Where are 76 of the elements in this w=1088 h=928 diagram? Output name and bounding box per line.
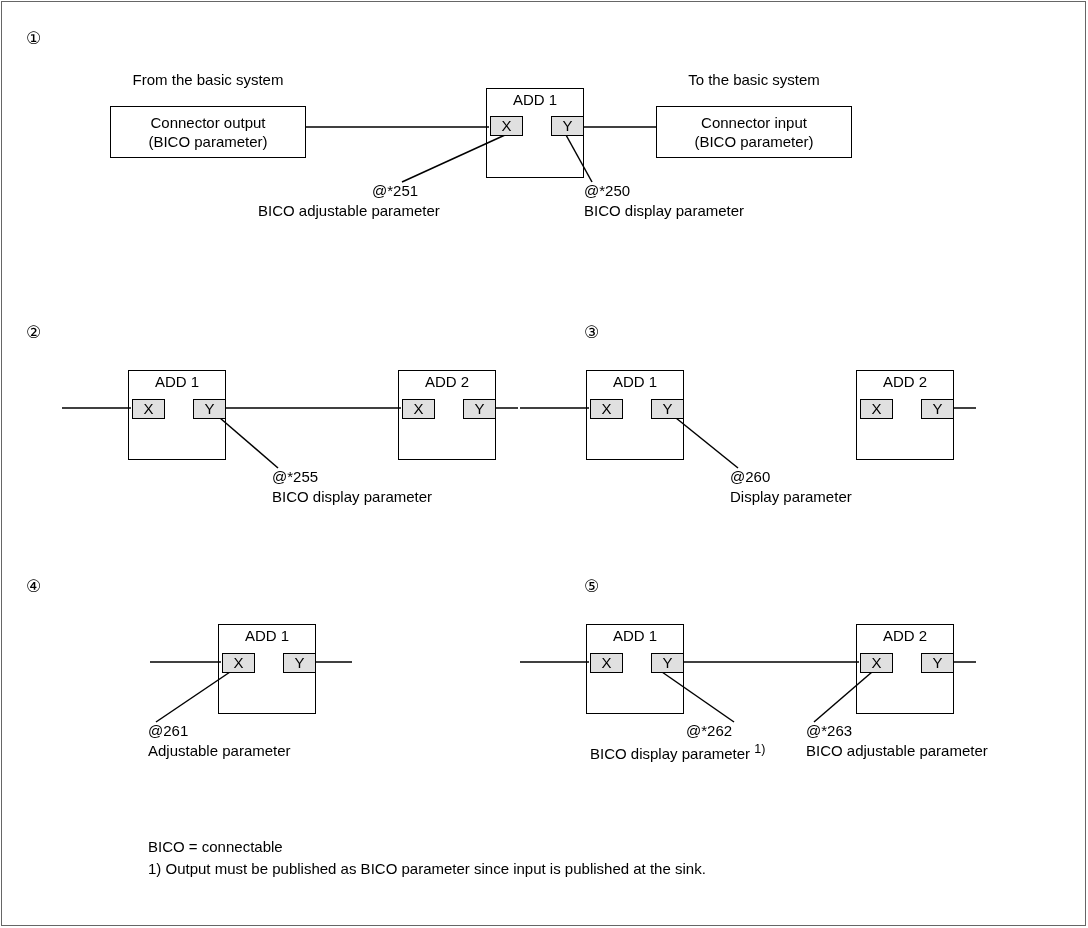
parameter-description: BICO display parameter $^{1)}$ — [590, 742, 766, 762]
parameter-description: Display parameter — [730, 488, 852, 505]
source-caption: From the basic system — [131, 70, 285, 89]
function-block — [486, 88, 584, 178]
connection-line — [61, 407, 132, 409]
parameter-box: Connector input (BICO parameter) — [656, 106, 852, 158]
parameter-description: BICO adjustable parameter — [806, 742, 988, 759]
input-port: X — [590, 653, 623, 673]
output-port: Y — [551, 116, 584, 136]
connection-line — [582, 126, 657, 128]
function-block — [218, 624, 316, 714]
connection-line — [224, 407, 402, 409]
output-port: Y — [651, 399, 684, 419]
function-block — [586, 370, 684, 460]
connection-line — [305, 126, 490, 128]
connection-line — [952, 661, 977, 663]
function-block — [856, 624, 954, 714]
parameter-description: BICO display parameter — [272, 488, 433, 505]
input-port: X — [490, 116, 523, 136]
panel-number: ① — [26, 28, 42, 48]
block-title: ADD 2 — [881, 373, 929, 390]
parameter-description: Adjustable parameter — [148, 742, 291, 759]
leader-line — [813, 671, 873, 723]
parameter-description: BICO adjustable parameter — [258, 202, 440, 219]
function-block — [398, 370, 496, 460]
leader-line — [675, 417, 739, 469]
note-text: BICO = connectable — [148, 838, 283, 855]
block-title: ADD 1 — [611, 627, 659, 644]
parameter-number: @*262 — [686, 722, 733, 739]
input-port: X — [860, 399, 893, 419]
output-port: Y — [283, 653, 316, 673]
input-port: X — [860, 653, 893, 673]
leader-line — [155, 671, 231, 723]
connection-line — [519, 661, 590, 663]
panel-number: ③ — [584, 322, 600, 342]
note-text: 1) Output must be published as BICO parameter since input is published at the sink. — [148, 860, 706, 877]
panel-number: ④ — [26, 576, 42, 596]
input-port: X — [402, 399, 435, 419]
output-port: Y — [193, 399, 226, 419]
leader-line — [661, 671, 735, 723]
parameter-description: BICO display parameter — [584, 202, 745, 219]
panel-number: ② — [26, 322, 42, 342]
block-title: ADD 1 — [511, 91, 559, 108]
parameter-number: @*263 — [806, 722, 853, 739]
input-port: X — [132, 399, 165, 419]
leader-line — [565, 134, 593, 183]
output-port: Y — [651, 653, 684, 673]
input-port: X — [590, 399, 623, 419]
block-title: ADD 1 — [611, 373, 659, 390]
connection-line — [494, 407, 519, 409]
source-caption: To the basic system — [687, 70, 821, 89]
parameter-number: @*250 — [584, 182, 631, 199]
parameter-number: @*251 — [372, 182, 419, 199]
parameter-number: @260 — [730, 468, 771, 485]
connection-line — [314, 661, 353, 663]
function-block — [586, 624, 684, 714]
panel-number: ⑤ — [584, 576, 600, 596]
parameter-number: @261 — [148, 722, 189, 739]
parameter-number: @*255 — [272, 468, 319, 485]
function-block — [128, 370, 226, 460]
block-title: ADD 2 — [423, 373, 471, 390]
connection-line — [682, 661, 860, 663]
connection-line — [149, 661, 222, 663]
output-port: Y — [463, 399, 496, 419]
leader-line — [219, 417, 279, 469]
parameter-box: Connector output (BICO parameter) — [110, 106, 306, 158]
output-port: Y — [921, 653, 954, 673]
function-block — [856, 370, 954, 460]
output-port: Y — [921, 399, 954, 419]
leader-line — [401, 134, 506, 183]
block-title: ADD 2 — [881, 627, 929, 644]
block-title: ADD 1 — [243, 627, 291, 644]
block-title: ADD 1 — [153, 373, 201, 390]
input-port: X — [222, 653, 255, 673]
connection-line — [952, 407, 977, 409]
connection-line — [519, 407, 590, 409]
